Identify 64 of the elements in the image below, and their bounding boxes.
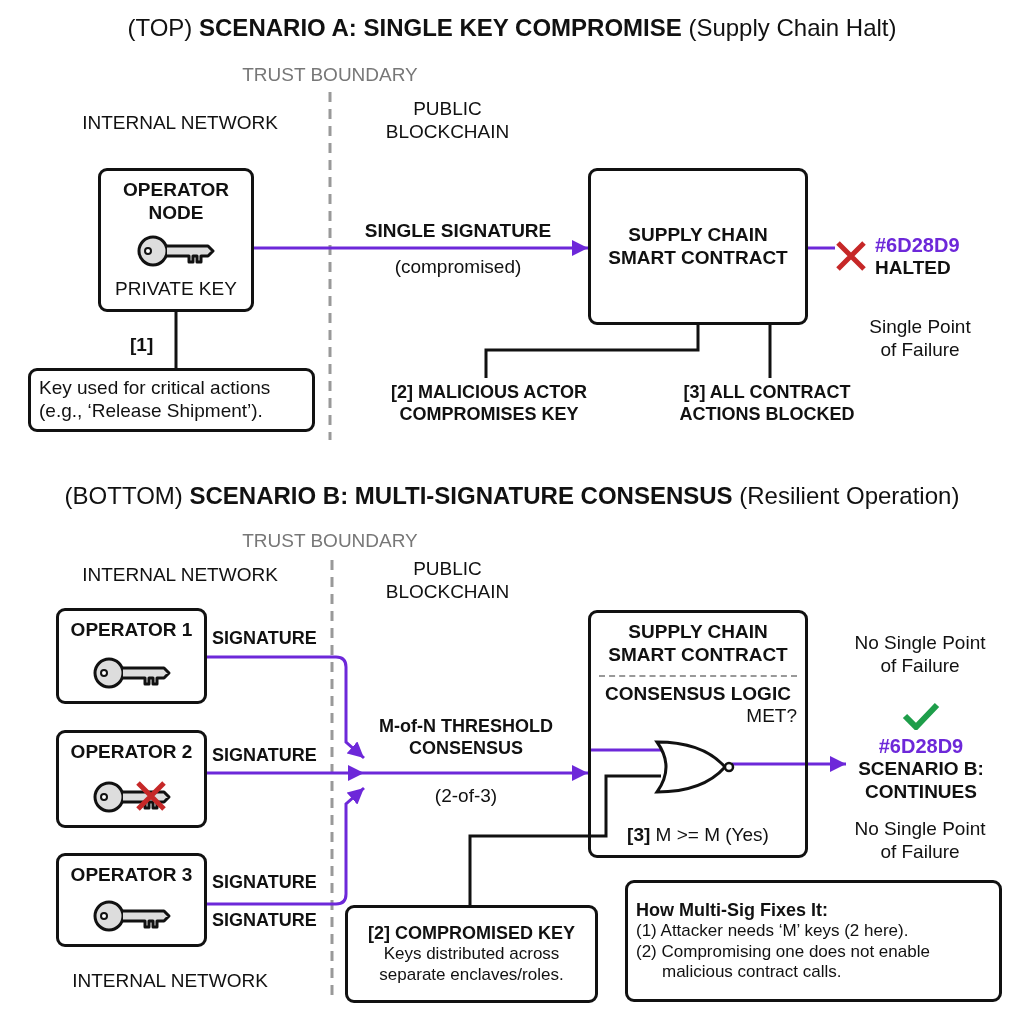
- node-title: M-of-N THRESHOLD CONSENSUS: [378, 716, 554, 760]
- node-title: [3] ALL CONTRACT ACTIONS BLOCKED: [678, 382, 856, 426]
- process-box: [98, 168, 254, 312]
- connector-line: [174, 312, 178, 368]
- boundary-label: TRUST BOUNDARY: [241, 64, 419, 87]
- node-title: How Multi-Sig Fixes It:: [636, 899, 829, 922]
- arrow: [207, 655, 365, 760]
- arrow: [207, 786, 365, 906]
- zone-label: PUBLIC BLOCKCHAIN: [385, 98, 510, 144]
- boundary-label: TRUST BOUNDARY: [241, 530, 419, 553]
- node-text: (2) Compromising one does not enable malicious contract calls.: [636, 941, 931, 983]
- arrow: [254, 240, 588, 256]
- section-heading: (BOTTOM) SCENARIO B: MULTI-SIGNATURE CONSENSUS (Resilient Operation): [63, 482, 961, 511]
- node-title: SCENARIO B: CONTINUES: [857, 758, 985, 804]
- edge-label: SIGNATURE: [212, 872, 318, 894]
- node-text: [3] M >= M (Yes): [627, 824, 769, 847]
- note-text: No Single Point of Failure: [853, 818, 987, 864]
- signature-label: SIGNATURE: [212, 910, 318, 932]
- node-title: OPERATOR NODE: [122, 179, 230, 225]
- edge-label: SINGLE SIGNATURE (compromised): [363, 219, 553, 279]
- node-text: MET?: [745, 705, 797, 729]
- zone-label: INTERNAL NETWORK: [71, 970, 269, 993]
- zone-label: INTERNAL NETWORK: [81, 112, 279, 135]
- edge-label: [1]: [130, 334, 155, 357]
- node-title: [2] COMPROMISED KEY: [368, 922, 575, 945]
- arrow: [207, 765, 364, 781]
- note-text: No Single Point of Failure: [853, 632, 987, 678]
- node-text: Keys distributed across separate enclaves/roles.: [378, 944, 565, 986]
- node-text: Key used for critical actions (e.g., ‘Release Shipment’).: [39, 377, 272, 423]
- process-box: [56, 608, 207, 704]
- node-text: (2-of-3): [434, 785, 498, 808]
- node-title: OPERATOR 2: [70, 741, 193, 764]
- node-title: SUPPLY CHAIN SMART CONTRACT: [607, 621, 789, 667]
- node-text: (1) Attacker needs ‘M’ keys (2 here).: [636, 921, 910, 942]
- node-title: CONSENSUS LOGIC: [605, 682, 791, 706]
- process-box: [625, 880, 1002, 1002]
- edge-label: SIGNATURE: [212, 628, 318, 650]
- connector-line: [468, 774, 661, 905]
- process-box: [56, 730, 207, 828]
- color-code-text: #6D28D9: [878, 734, 964, 758]
- process-box: [588, 610, 808, 858]
- zone-label: PUBLIC BLOCKCHAIN: [385, 558, 510, 604]
- connector-line: [808, 246, 835, 250]
- process-box: [345, 905, 598, 1003]
- leader-line: [768, 325, 772, 378]
- color-code-text: #6D28D9: [875, 232, 960, 257]
- process-box: [56, 853, 207, 947]
- node-title: [2] MALICIOUS ACTOR COMPROMISES KEY: [390, 382, 588, 426]
- node-title: SUPPLY CHAIN SMART CONTRACT: [607, 223, 789, 270]
- note-text: Single Point of Failure: [868, 316, 972, 362]
- process-box: [28, 368, 315, 432]
- logic-gate-symbol: [653, 740, 735, 794]
- zone-label: INTERNAL NETWORK: [81, 564, 279, 587]
- connector-line: [588, 748, 661, 752]
- process-box: [588, 168, 808, 325]
- arrow: [364, 765, 588, 781]
- arrow: [732, 756, 846, 772]
- node-text: PRIVATE KEY: [115, 278, 237, 301]
- edge-label: SIGNATURE: [212, 745, 318, 767]
- node-title: HALTED: [875, 256, 952, 280]
- node-title: OPERATOR 1: [70, 619, 193, 642]
- leader-line: [484, 325, 700, 378]
- node-title: OPERATOR 3: [70, 864, 193, 887]
- title: (TOP) SCENARIO A: SINGLE KEY COMPROMISE (Supply Chain Halt): [126, 14, 898, 43]
